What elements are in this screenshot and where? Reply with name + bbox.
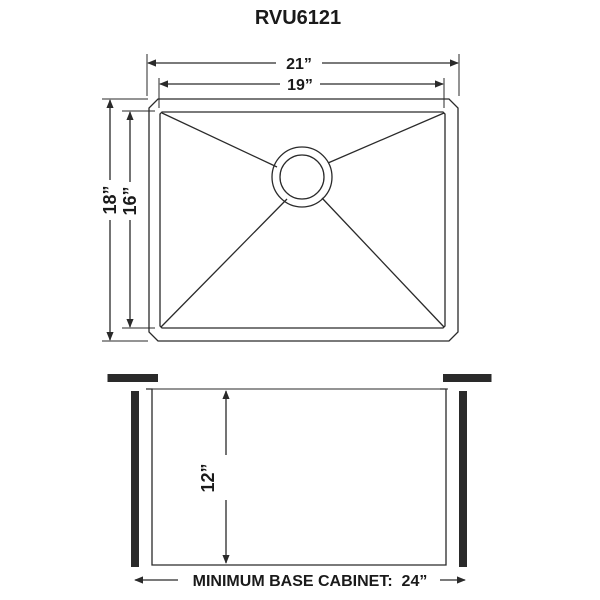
outer-width-label: 21” xyxy=(286,56,312,73)
outer-height-label: 18” xyxy=(100,185,120,214)
cabinet-wall-right xyxy=(459,391,467,567)
slope-line-top-right xyxy=(327,112,445,164)
slope-line-bottom-left xyxy=(160,198,288,328)
front-view: 12” MINIMUM BASE CABINET: 24” xyxy=(107,374,492,590)
sink-bowl-profile xyxy=(146,388,447,566)
drain-outer-ring xyxy=(271,146,333,208)
depth-label: 12” xyxy=(198,463,218,492)
inner-height-label: 16” xyxy=(120,186,140,215)
sink-inner-bowl xyxy=(159,111,446,329)
top-view: 21” 19” 18” 16” xyxy=(100,54,460,342)
model-title: RVU6121 xyxy=(255,7,341,29)
cabinet-label: MINIMUM BASE CABINET: 24” xyxy=(193,573,428,590)
slope-line-bottom-right xyxy=(321,197,445,328)
sink-outer-rim xyxy=(148,98,459,342)
drain-inner-ring xyxy=(279,154,325,200)
cabinet-wall-left xyxy=(131,391,139,567)
countertop-right xyxy=(443,374,491,382)
inner-width-label: 19” xyxy=(287,77,313,94)
countertop-left xyxy=(108,374,158,382)
slope-line-top-left xyxy=(161,112,278,168)
